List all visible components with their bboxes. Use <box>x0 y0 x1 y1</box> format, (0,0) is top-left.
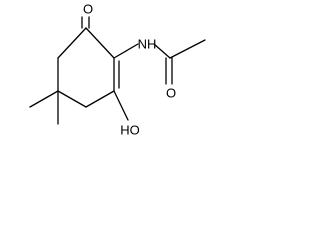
bond-c4-c5 <box>57 90 87 108</box>
molecule-structure: O NH O HO <box>29 2 206 138</box>
bond-c6-c1 <box>57 27 87 59</box>
bond-c3-c4 <box>85 90 115 108</box>
bond-c2-n <box>113 43 139 59</box>
bond-c3-oh <box>113 90 129 121</box>
ketone-oxygen-label: O <box>83 2 93 17</box>
bond-methyl-1 <box>29 90 59 108</box>
amide-oxygen-label: O <box>166 86 176 101</box>
bond-c1-c2 <box>85 27 115 59</box>
amide-nitrogen-label: NH <box>138 37 157 52</box>
hydroxyl-label: HO <box>120 123 140 138</box>
bond-acetyl-methyl <box>169 39 206 59</box>
bond-n-acyl <box>153 43 171 59</box>
